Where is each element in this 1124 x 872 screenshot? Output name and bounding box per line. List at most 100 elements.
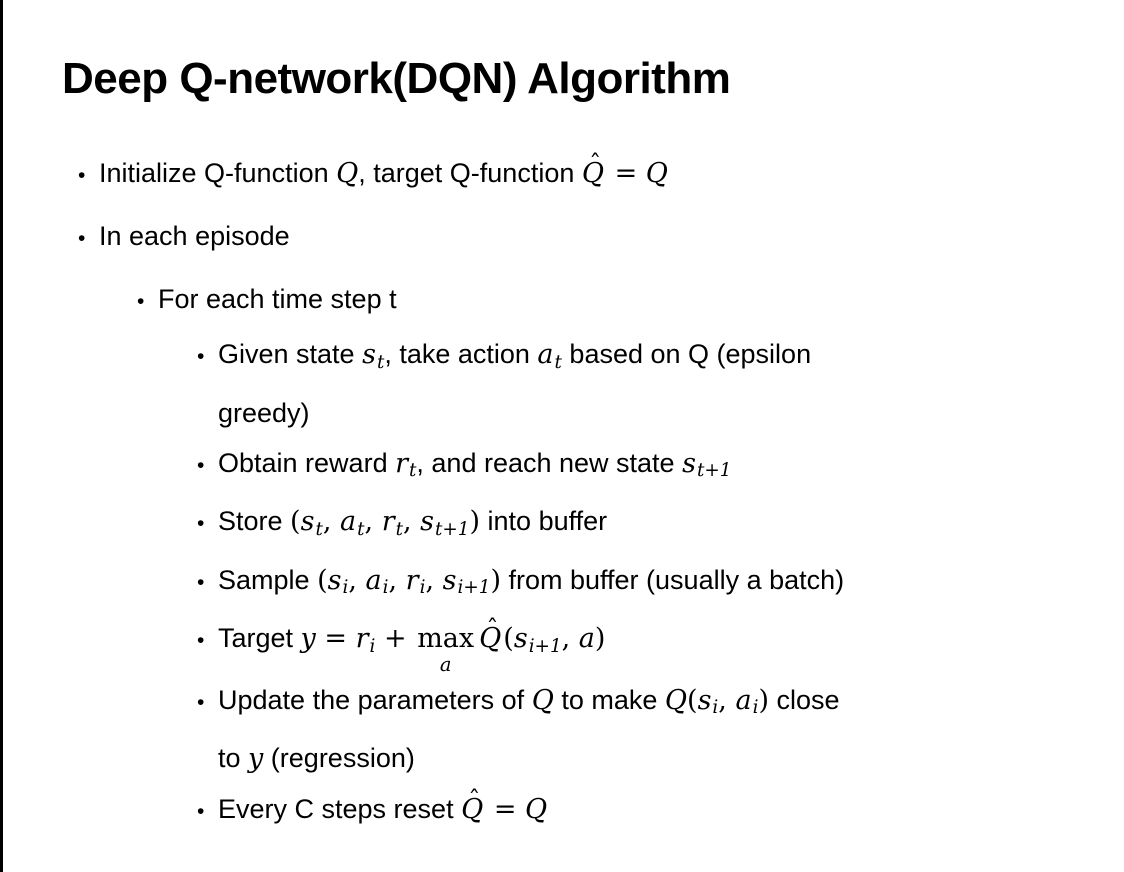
math-variable: a bbox=[578, 623, 595, 655]
math-operator: = bbox=[485, 794, 526, 826]
text-segment: close bbox=[769, 684, 840, 715]
math-subscript: i bbox=[369, 635, 376, 657]
math-variable: rt bbox=[395, 447, 417, 482]
math-operator: ( bbox=[687, 684, 698, 716]
text-segment: Update the parameters of bbox=[218, 684, 532, 715]
math-operator: ( bbox=[317, 564, 328, 596]
math-variable: st+1 bbox=[682, 447, 732, 482]
bullet-line: • Obtain reward rt, and reach new state s… bbox=[197, 438, 1124, 497]
bullet-item: •Sample (si, ai, ri, si+1) from buffer (… bbox=[197, 555, 1124, 614]
math-variable: Q bbox=[479, 623, 502, 655]
math-operator: = bbox=[606, 158, 646, 189]
math-subscript: i+1 bbox=[528, 635, 562, 657]
bullet-marker: • bbox=[197, 512, 205, 536]
bullet-marker: • bbox=[78, 164, 86, 187]
text-segment: (regression) bbox=[263, 743, 415, 774]
math-subscript: t+1 bbox=[435, 518, 470, 540]
math-variable: Q bbox=[461, 794, 484, 826]
text-segment: For each time step t bbox=[158, 284, 397, 314]
math-variable: si bbox=[327, 564, 349, 599]
math-variable: ri bbox=[355, 623, 376, 657]
math-subscript: t bbox=[315, 518, 323, 540]
math-subscript: t bbox=[395, 518, 403, 540]
math-subscript: t bbox=[409, 460, 417, 482]
bullet-line: • For each time step t bbox=[137, 274, 1124, 327]
hat-accent-icon: ˆ bbox=[468, 785, 481, 815]
math-subscript: i bbox=[382, 577, 389, 599]
math-subscript: i bbox=[752, 697, 759, 719]
math-variable: at bbox=[340, 506, 365, 540]
math-variable: Q bbox=[645, 158, 668, 189]
math-variable: st bbox=[300, 506, 323, 540]
math-operator: ( bbox=[290, 506, 301, 538]
math-variable: st bbox=[362, 339, 385, 373]
bullet-line: to y (regression) bbox=[197, 733, 1124, 784]
math-variable: ai bbox=[365, 564, 389, 599]
text-segment: Every C steps reset bbox=[218, 794, 462, 825]
math-variable: y bbox=[248, 743, 264, 775]
math-operator: ) bbox=[594, 623, 606, 655]
math-operator: , bbox=[561, 623, 579, 655]
math-variable: Q bbox=[525, 794, 548, 826]
math-variable: ri bbox=[405, 564, 426, 599]
math-subscript: t bbox=[554, 351, 562, 373]
text-segment: In each episode bbox=[99, 221, 290, 251]
bullet-marker: • bbox=[197, 800, 205, 824]
bullet-item: • For each time step t bbox=[137, 274, 1124, 327]
text-segment: greedy) bbox=[218, 397, 310, 428]
math-operator: + bbox=[375, 623, 416, 655]
bullet-item: •Given state st, take action at based on… bbox=[197, 329, 1124, 438]
math-variable: rt bbox=[381, 506, 403, 540]
bullet-line: •Store (st, at, rt, st+1) into buffer bbox=[197, 496, 1124, 555]
math-subscript: i bbox=[712, 697, 719, 719]
math-operator: , bbox=[348, 564, 366, 596]
math-operator: ) bbox=[490, 564, 501, 596]
math-operator: ( bbox=[503, 623, 514, 655]
math-operator: , bbox=[388, 564, 406, 596]
math-variable: Q bbox=[336, 158, 359, 189]
text-segment: , take action bbox=[384, 339, 538, 369]
math-operator: ) bbox=[758, 684, 769, 716]
bullet-line: •Given state st, take action at based on… bbox=[197, 329, 1124, 388]
math-variable: ai bbox=[735, 684, 759, 719]
math-subscript: t+1 bbox=[696, 460, 732, 482]
text-segment: Given state bbox=[218, 339, 363, 369]
text-segment: to bbox=[218, 743, 249, 774]
math-subscript: t bbox=[357, 518, 365, 540]
bullet-marker: • bbox=[137, 290, 145, 313]
bullet-marker: • bbox=[197, 345, 205, 368]
hat-accent-icon: ˆ bbox=[486, 614, 499, 644]
text-segment: into buffer bbox=[480, 506, 608, 537]
text-segment: Target bbox=[218, 623, 301, 654]
math-subscript: t bbox=[376, 351, 385, 373]
math-operator: , bbox=[425, 564, 443, 596]
bullet-item: •Initialize Q-function Q, target Q-funct… bbox=[78, 148, 1124, 201]
text-segment: , and reach new state bbox=[416, 447, 683, 478]
text-segment: , target Q-function bbox=[358, 158, 582, 188]
bullet-item: •Update the parameters of Q to make Q(si… bbox=[197, 675, 1124, 785]
math-variable: si+1 bbox=[442, 564, 491, 599]
bullet-line: •Initialize Q-function Q, target Q-funct… bbox=[78, 148, 1124, 201]
bullet-item: •Store (st, at, rt, st+1) into buffer bbox=[197, 496, 1124, 555]
bullet-marker: • bbox=[78, 227, 86, 250]
hat-accent-icon: ˆ bbox=[589, 148, 602, 178]
bullet-marker: • bbox=[197, 690, 205, 714]
text-segment: Obtain reward bbox=[218, 447, 396, 478]
bullet-list: •Initialize Q-function Q, target Q-funct… bbox=[0, 148, 1124, 837]
slide-title: Deep Q-network(DQN) Algorithm bbox=[62, 54, 731, 103]
math-variable: Q bbox=[531, 684, 554, 716]
math-variable: y bbox=[300, 623, 316, 655]
math-variable: st+1 bbox=[420, 506, 470, 540]
bullet-line: •Update the parameters of Q to make Q(si… bbox=[197, 675, 1124, 734]
text-segment: based on Q (epsilon bbox=[561, 339, 812, 369]
bullet-line: • In each episode bbox=[78, 211, 1124, 264]
slide-left-border bbox=[0, 0, 3, 872]
math-variable: Q bbox=[664, 684, 688, 716]
bullet-marker: • bbox=[197, 453, 205, 477]
bullet-marker: • bbox=[197, 629, 205, 653]
